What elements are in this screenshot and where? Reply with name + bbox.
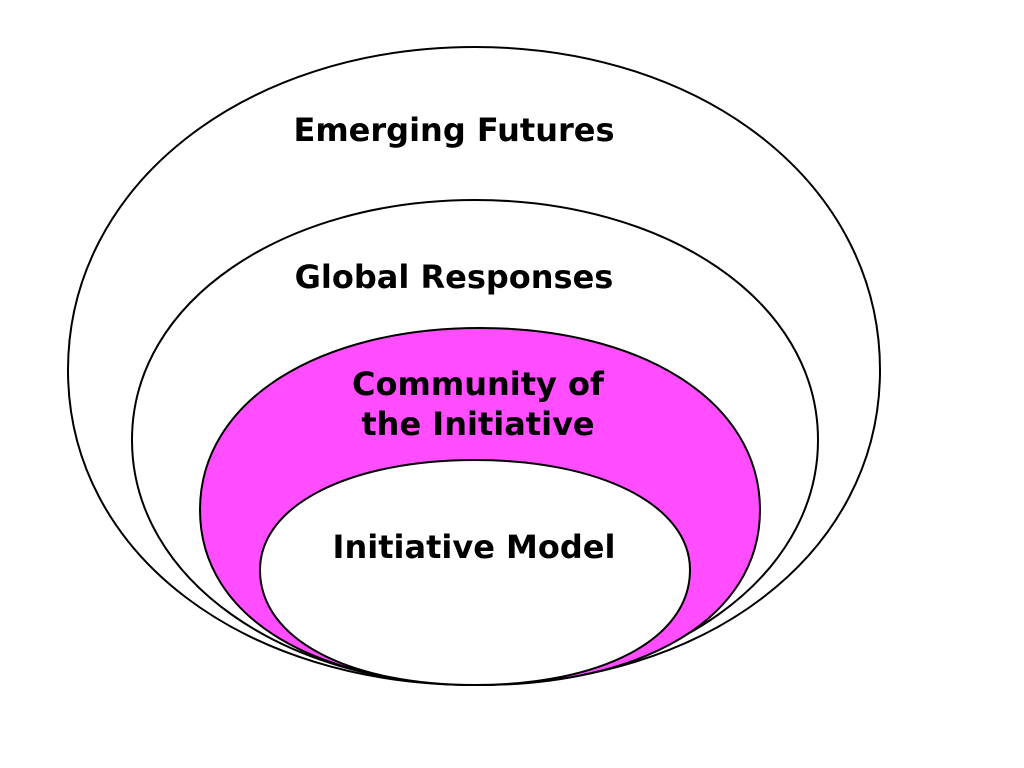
- community-of-the-initiative-label: Community of the Initiative: [278, 364, 678, 444]
- global-responses-label-line: Global Responses: [294, 258, 614, 296]
- emerging-futures-label-line: Emerging Futures: [293, 111, 615, 149]
- global-responses-label: Global Responses: [254, 257, 654, 297]
- initiative-model-label-line: Initiative Model: [332, 528, 616, 566]
- initiative-model-label: Initiative Model: [274, 527, 674, 567]
- community-label-line-1: Community of: [352, 365, 604, 403]
- emerging-futures-label: Emerging Futures: [254, 110, 654, 150]
- community-label-line-2: the Initiative: [361, 405, 595, 443]
- initiative-model-ellipse: [258, 458, 692, 687]
